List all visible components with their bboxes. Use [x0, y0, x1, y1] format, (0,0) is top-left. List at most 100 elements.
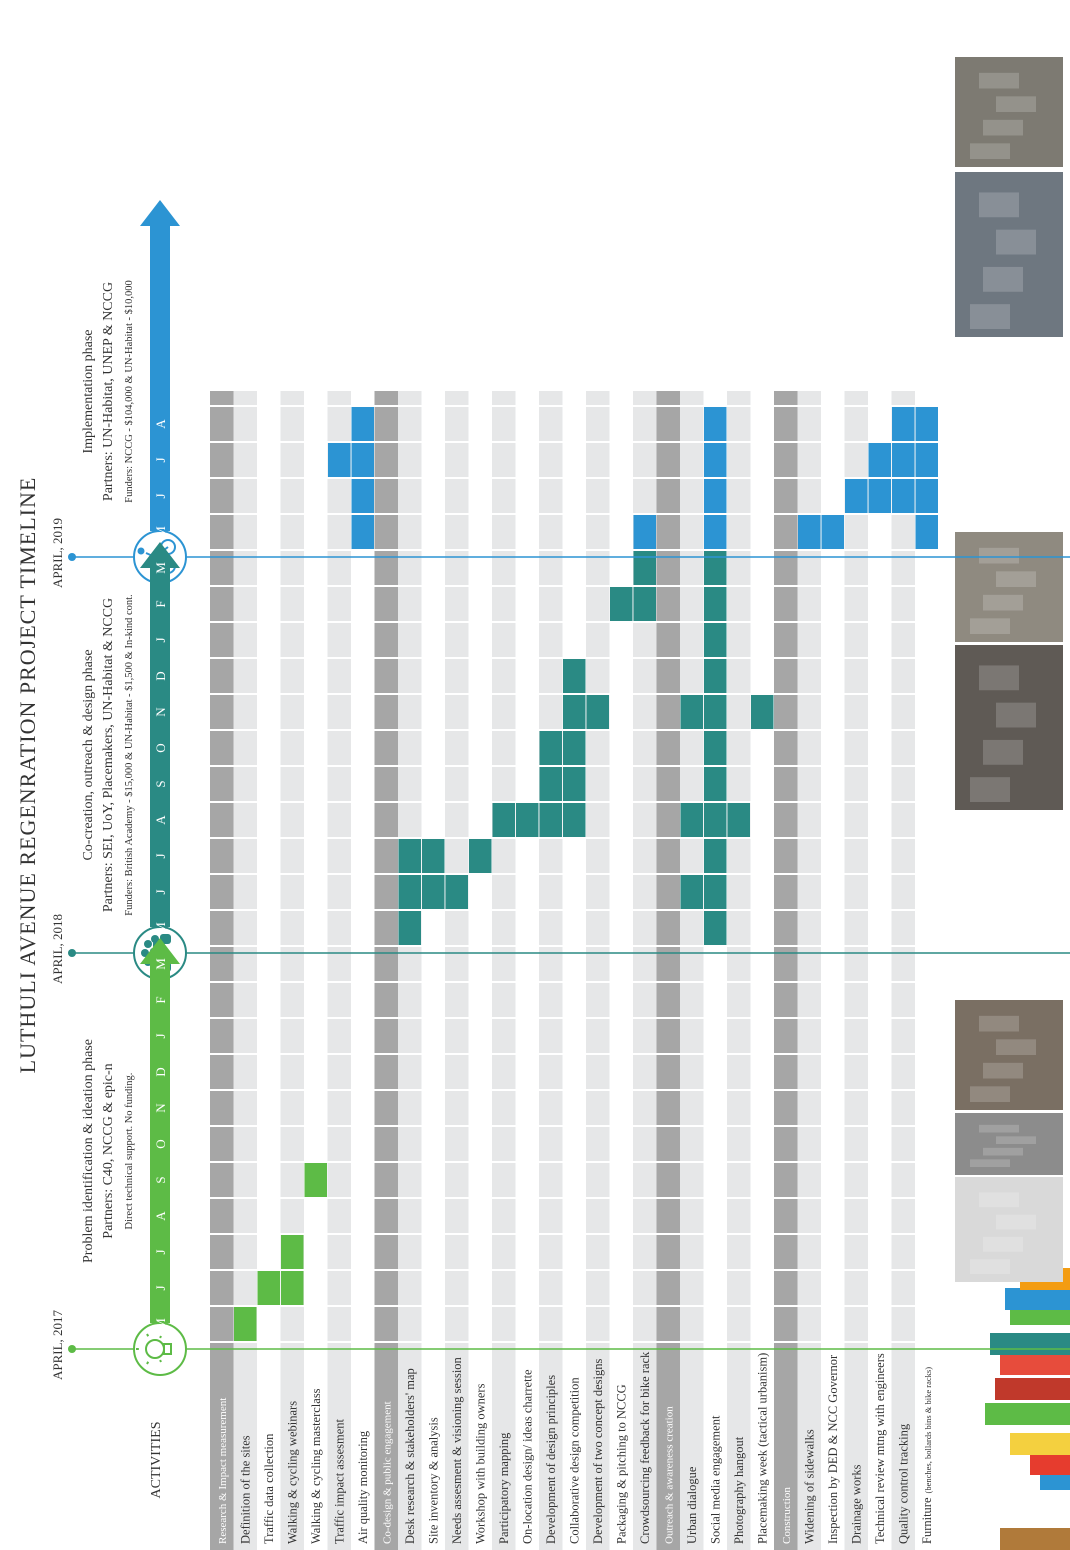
- gantt-cell: [704, 839, 727, 873]
- gantt-cell: [704, 731, 727, 765]
- gantt-cell: [563, 731, 586, 765]
- gantt-cell: [704, 587, 727, 621]
- gantt-cell: [915, 515, 938, 549]
- row-stripe: [280, 391, 304, 1550]
- gantt-cell: [727, 803, 750, 837]
- gantt-cell: [704, 659, 727, 693]
- gantt-cell: [868, 479, 891, 513]
- phase-name: Problem identification & ideation phase: [81, 1039, 96, 1263]
- gantt-cell: [328, 443, 351, 477]
- month-label: M: [153, 1318, 168, 1330]
- row-stripe: [445, 391, 469, 1550]
- row-stripe: [891, 391, 915, 1550]
- milestone-dot: [68, 949, 76, 957]
- phase-name: Implementation phase: [81, 329, 96, 453]
- activity-label: Traffic impact assesment: [333, 1418, 347, 1544]
- gantt-cell: [398, 875, 421, 909]
- workshop-photo: [955, 645, 1063, 810]
- skyline-building: [1030, 1453, 1070, 1475]
- activity-label: Walking & cycling webinars: [286, 1401, 300, 1544]
- gantt-cell: [351, 407, 374, 441]
- skyline-building: [990, 1333, 1070, 1355]
- skyline-building: [1010, 1433, 1070, 1455]
- activity-label: Development of design principles: [544, 1375, 558, 1544]
- city-skyline-illustration: [985, 1268, 1070, 1550]
- section-label: Construction: [781, 1487, 793, 1544]
- skyline-building: [1005, 1288, 1070, 1310]
- month-label: N: [153, 707, 168, 717]
- activity-label: Workshop with building owners: [474, 1383, 488, 1544]
- month-label: J: [153, 1033, 168, 1038]
- row-stripe: [844, 391, 868, 1550]
- gantt-cell: [821, 515, 844, 549]
- gantt-cell: [915, 407, 938, 441]
- milestone-dot: [68, 553, 76, 561]
- month-label: A: [153, 815, 168, 825]
- month-label: M: [153, 958, 168, 970]
- gantt-cell: [704, 875, 727, 909]
- milestone-date: APRIL, 2019: [50, 518, 65, 588]
- row-stripe: [586, 391, 610, 1550]
- row-stripe: [492, 391, 516, 1550]
- month-label: N: [153, 1103, 168, 1113]
- activity-label: Crowdsourcing feedback for bike rack: [638, 1351, 652, 1544]
- phase-funders: Funders: British Academy - $15,000 & UN-…: [124, 594, 135, 915]
- gantt-cell: [915, 443, 938, 477]
- gantt-cell: [704, 407, 727, 441]
- activity-label: Site inventory & analysis: [427, 1417, 441, 1544]
- construction-photo: [955, 57, 1063, 167]
- month-label: M: [153, 562, 168, 574]
- phase-partners: Partners: UN-Habitat, UNEP & NCCG: [101, 282, 116, 501]
- month-label: A: [153, 1211, 168, 1221]
- section-band: [210, 391, 234, 1550]
- gantt-cell: [845, 479, 868, 513]
- gantt-cell: [704, 767, 727, 801]
- gantt-cell: [281, 1271, 304, 1305]
- gantt-cell: [351, 515, 374, 549]
- gantt-cell: [915, 479, 938, 513]
- month-label: S: [153, 1176, 168, 1183]
- gantt-cell: [563, 659, 586, 693]
- section-label: Research & Impact measurement: [217, 1398, 229, 1544]
- gantt-cell: [539, 803, 562, 837]
- activity-label: Definition of the sites: [239, 1435, 253, 1544]
- gantt-cell: [445, 875, 468, 909]
- activity-label: Widening of sidewalks: [803, 1429, 817, 1544]
- street-photo: [955, 1113, 1063, 1175]
- timeline-header: APRIL, 2017 APRIL, 2018 APRIL, 2019Problem…: [50, 200, 1070, 1380]
- row-stripe: [233, 391, 257, 1550]
- month-label: J: [153, 637, 168, 642]
- gantt-cell: [398, 839, 421, 873]
- construction-photo: [955, 172, 1063, 337]
- gantt-cell: [398, 911, 421, 945]
- gantt-cell: [704, 479, 727, 513]
- phase-name: Co-creation, outreach & design phase: [81, 649, 96, 860]
- gantt-cell: [586, 695, 609, 729]
- activity-label: Drainage works: [850, 1464, 864, 1544]
- month-label: J: [153, 889, 168, 894]
- skyline-building: [995, 1378, 1070, 1400]
- phase-funders: Funders: NCCG - $104,000 & UN-Habitat - …: [124, 280, 135, 503]
- row-stripe: [680, 391, 704, 1550]
- gantt-cell: [539, 767, 562, 801]
- gantt-cell: [422, 875, 445, 909]
- section-band: [374, 391, 398, 1550]
- gantt-cell: [563, 767, 586, 801]
- row-stripe: [727, 391, 751, 1550]
- month-label: M: [153, 922, 168, 934]
- gantt-cell: [257, 1271, 280, 1305]
- gantt-cell: [892, 443, 915, 477]
- gantt-cell: [281, 1235, 304, 1269]
- milestone-date: APRIL, 2018: [50, 914, 65, 984]
- activity-label: Walking & cycling masterclass: [309, 1388, 323, 1544]
- month-label: J: [153, 1285, 168, 1290]
- site-map-image: [955, 1177, 1063, 1282]
- gantt-cell: [751, 695, 774, 729]
- gantt-cell: [704, 623, 727, 657]
- month-label: O: [153, 1139, 168, 1148]
- gantt-cell: [563, 803, 586, 837]
- activity-label: Air quality monitoring: [356, 1430, 370, 1544]
- milestone-date: APRIL, 2017: [50, 1309, 65, 1380]
- activity-label: Placemaking week (tactical urbanism): [756, 1353, 770, 1544]
- month-label: D: [153, 671, 168, 680]
